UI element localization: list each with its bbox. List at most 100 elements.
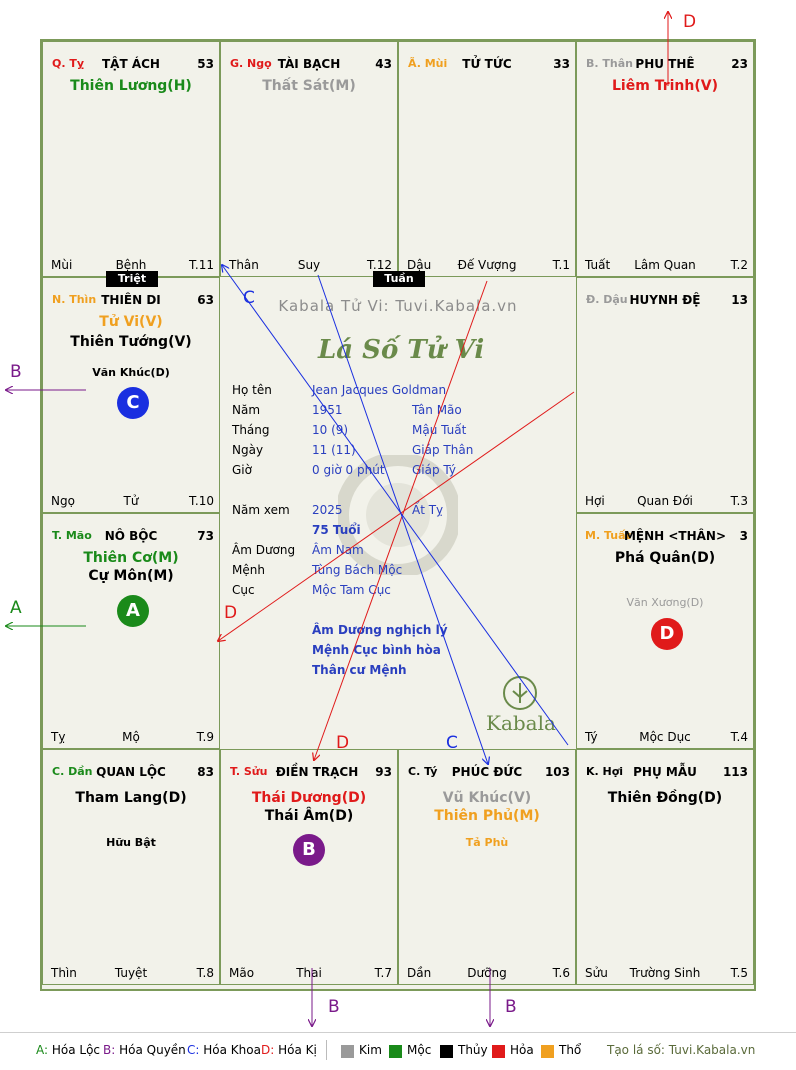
legend-element: Mộc — [407, 1043, 432, 1057]
legend-hoa-loc: A: Hóa Lộc — [36, 1043, 100, 1057]
cell-palace-name: PHỤ MẪU — [633, 765, 697, 779]
info-value: Jean Jacques Goldman — [312, 383, 447, 397]
cell-stem: T. Sửu — [230, 765, 268, 778]
legend-key: D: — [261, 1043, 275, 1057]
cell-stem: Đ. Dậu — [586, 293, 628, 306]
triet-tag: Triệt — [106, 271, 158, 287]
cell-month: T.8 — [196, 966, 214, 980]
cell-branch: Ngọ — [51, 494, 75, 508]
cell-month: T.9 — [196, 730, 214, 744]
arrow-label-d: D — [683, 12, 697, 32]
cell-palace-name: MỆNH <THÂN> — [623, 529, 727, 543]
palace-phuc-duc: C. Tý PHÚC ĐỨC 103 Vũ Khúc(V) Thiên Phủ(… — [398, 749, 576, 985]
palace-phu-the: B. Thân PHU THÊ 23 Liêm Trinh(V) Tuất Lâ… — [576, 41, 754, 277]
minor-star: Hữu Bật — [106, 836, 156, 849]
arrow-label-b: B — [328, 997, 340, 1017]
cell-palace-name: TÀI BẠCH — [277, 57, 341, 71]
palace-huynh-de: Đ. Dậu HUYNH ĐỆ 13 Hợi Quan Đới T.3 — [576, 277, 754, 513]
palace-tu-tuc: Ã. Mùi TỬ TỨC 33 Dậu Đế Vượng T.1 — [398, 41, 576, 277]
cell-stem: Q. Tỵ — [52, 57, 85, 70]
major-star: Thái Âm(D) — [264, 808, 354, 824]
info-value: 75 Tuổi — [312, 523, 361, 537]
major-star: Thiên Cơ(M) — [83, 550, 179, 566]
info-value: 11 (11) — [312, 443, 356, 457]
info-value: Âm Nam — [312, 543, 364, 557]
element-swatch-moc — [389, 1045, 402, 1058]
cell-stem: G. Ngọ — [230, 57, 272, 70]
cell-branch: Tý — [585, 730, 598, 744]
info-extra: Ất Tỵ — [412, 503, 444, 517]
legend-element: Thủy — [458, 1043, 488, 1057]
legend-text: Hóa Lộc — [51, 1043, 101, 1057]
legend-element: Thổ — [559, 1043, 582, 1057]
cell-stage: Dưỡng — [467, 966, 507, 980]
cell-palace-name: TỬ TỨC — [462, 57, 512, 71]
info-label: Họ tên — [232, 383, 272, 397]
info-value: 1951 — [312, 403, 343, 417]
arrow-label-c: C — [446, 733, 458, 753]
legend-hoa-khoa: C: Hóa Khoa — [187, 1043, 261, 1057]
major-star: Thiên Tướng(V) — [70, 334, 192, 350]
major-star: Thiên Đồng(D) — [607, 790, 723, 806]
legend-hoa-quyen: B: Hóa Quyền — [103, 1043, 186, 1057]
info-value: 2025 — [312, 503, 343, 517]
info-label: Năm — [232, 403, 261, 417]
major-star: Tử Vi(V) — [99, 314, 163, 330]
info-label: Giờ — [232, 463, 252, 477]
site-link[interactable]: Tạo lá số: Tuvi.Kabala.vn — [607, 1043, 756, 1057]
hoa-quyen-lines — [6, 390, 490, 1026]
major-star: Tham Lang(D) — [75, 790, 187, 806]
cell-branch: Tỵ — [51, 730, 66, 744]
arrow-label-c: C — [243, 288, 255, 308]
arrow-label-b: B — [505, 997, 517, 1017]
note-line: Thân cư Mệnh — [312, 663, 407, 677]
cell-stem: K. Hợi — [586, 765, 624, 778]
palace-menh: M. Tuất MỆNH <THÂN> 3 Phá Quân(D) Văn Xư… — [576, 513, 754, 749]
cell-branch: Mùi — [51, 258, 73, 272]
element-swatch-thuy — [440, 1045, 453, 1058]
kabala-logo-text: Kabala — [486, 711, 556, 735]
cell-stem: T. Mão — [52, 529, 92, 542]
major-star: Cự Môn(M) — [88, 568, 174, 584]
major-star: Phá Quân(D) — [614, 550, 716, 566]
major-star: Liêm Trinh(V) — [612, 78, 718, 94]
cell-stem: Ã. Mùi — [408, 57, 448, 70]
legend-element: Hỏa — [510, 1043, 534, 1057]
cell-palace-name: NÔ BỘC — [104, 529, 158, 543]
info-label: Năm xem — [232, 503, 290, 517]
info-value: 0 giờ 0 phút — [312, 463, 385, 477]
cell-stage: Trường Sinh — [629, 966, 701, 980]
cell-stem: B. Thân — [586, 57, 633, 70]
palace-dien-trach: T. Sửu ĐIỀN TRẠCH 93 Thái Dương(D) Thái … — [220, 749, 398, 985]
major-star: Vũ Khúc(V) — [442, 790, 532, 806]
cell-age: 23 — [731, 57, 748, 71]
arrow-label-b: B — [10, 362, 22, 382]
minor-star: Văn Xương(D) — [626, 596, 704, 609]
cell-stage: Suy — [297, 258, 321, 272]
legend-key: A: — [36, 1043, 49, 1057]
major-star: Thiên Lương(H) — [70, 78, 192, 94]
cell-age: 43 — [375, 57, 392, 71]
major-star: Thái Dương(D) — [251, 790, 367, 806]
legend-text: Hóa Kị — [278, 1043, 317, 1057]
minor-star: Tả Phù — [465, 836, 509, 849]
cell-stage: Quan Đới — [637, 494, 693, 508]
cell-month: T.6 — [552, 966, 570, 980]
info-value: Mộc Tam Cục — [312, 583, 391, 597]
legend-text: Hóa Quyền — [119, 1043, 186, 1057]
info-extra: Tân Mão — [412, 403, 462, 417]
cell-stage: Đế Vượng — [457, 258, 517, 272]
arrow-label-d: D — [336, 733, 350, 753]
cell-branch: Mão — [229, 966, 255, 980]
legend-key: B: — [103, 1043, 116, 1057]
cell-month: T.3 — [730, 494, 748, 508]
palace-tai-bach: G. Ngọ TÀI BẠCH 43 Thất Sát(M) Thân Suy … — [220, 41, 398, 277]
cell-branch: Hợi — [585, 494, 605, 508]
info-value: Tùng Bách Mộc — [312, 563, 403, 577]
element-swatch-kim — [341, 1045, 354, 1058]
arrow-label-d: D — [224, 603, 238, 623]
palace-thien-di: N. Thìn THIÊN DI 63 Tử Vi(V) Thiên Tướng… — [42, 277, 220, 513]
cell-stage: Bệnh — [115, 258, 147, 272]
hoa-khoa-lines — [222, 265, 569, 764]
